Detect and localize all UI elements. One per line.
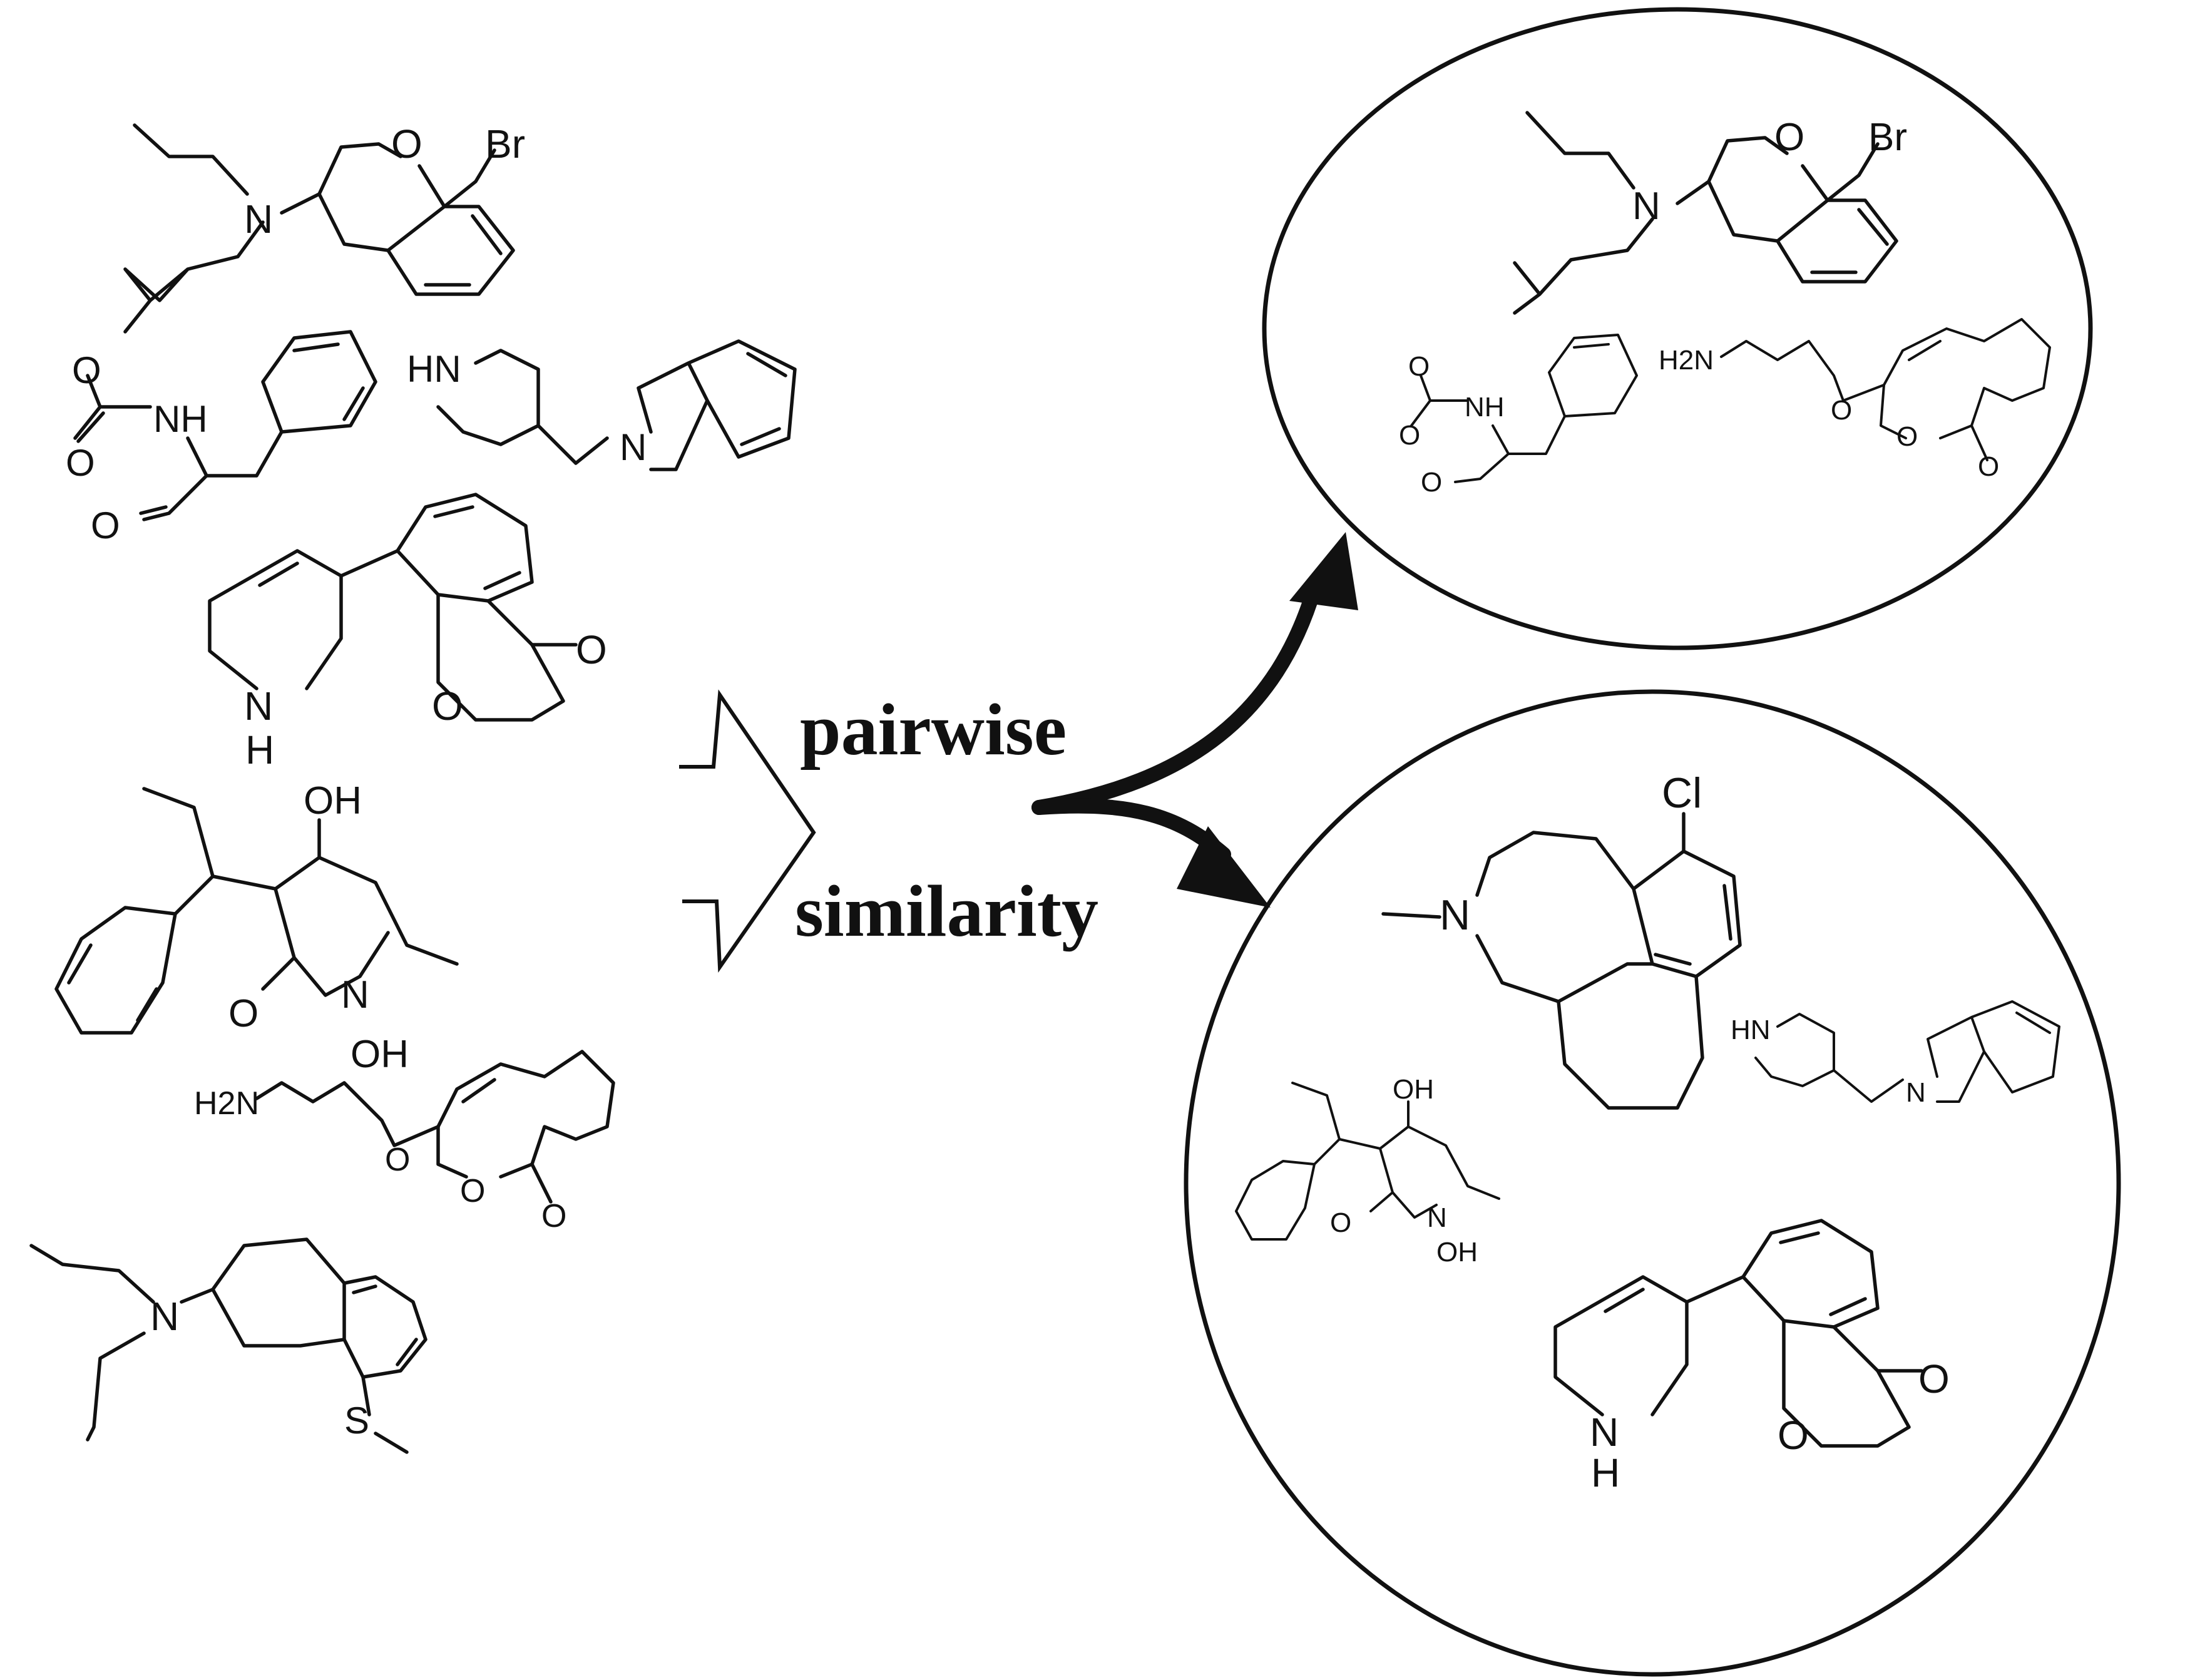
process-step: pairwise similarity [679,532,1358,973]
atom-o: O [1774,116,1804,159]
atom-cl: Cl [1662,769,1702,817]
atom-o: O [1778,1413,1809,1458]
atom-o: O [460,1173,485,1209]
atom-o: O [1408,351,1430,382]
cluster-2-molecule-tetrahydropyridine-benzodioxane: N H O O [1553,1219,1950,1495]
arrow-to-cluster-1 [1031,581,1322,815]
atom-o: O [1421,467,1442,498]
process-label-line1: pairwise [800,689,1067,771]
atom-oh: OH [351,1033,409,1076]
atom-o: O [576,627,607,672]
cluster-1-boundary [1262,7,2093,650]
molecule-tetrahydropyridine-benzodioxane: N H O O [208,493,607,772]
atom-o: O [1330,1207,1351,1238]
atom-o: O [72,349,101,391]
atom-n: N [1427,1202,1447,1233]
process-label-line2: similarity [795,870,1098,952]
atom-oh: OH [1436,1237,1478,1268]
atom-o: O [1918,1356,1950,1401]
molecule-aminopropoxy-isocoumarin: H2N O O O [194,1050,615,1234]
cluster-2-boundary [1184,689,2121,1677]
atom-br: Br [1868,116,1907,159]
atom-nh: NH [153,398,208,440]
arrowhead-cluster-1 [1289,532,1358,610]
atom-n: N [1906,1077,1926,1108]
cluster-1-molecule-aminopropoxy-isocoumarin: H2N O O O [1659,318,2051,482]
input-molecule-set: N O Br O NH O O HN N [29,121,797,1454]
atom-o: O [385,1142,410,1178]
molecule-aminotetralin: N S [29,1237,427,1454]
molecule-bromochroman: N O Br [123,121,525,334]
molecule-phenylalanine-carbamate: O NH O O [66,330,377,546]
atom-h: H [245,727,274,772]
atom-n: N [1632,185,1660,228]
cluster-1-molecule-phenylalanine-carbamate: O NH O O [1399,334,1638,498]
cluster-2-molecule-chlorobenzazepine: Cl N [1381,769,1742,1110]
atom-o: O [1399,420,1420,451]
atom-n: N [244,684,273,729]
atom-o: O [391,121,422,166]
atom-n: N [1440,891,1470,939]
cluster-2-molecule-hydroxypyridinone: OH O N OH [1235,1074,1500,1268]
atom-o: O [66,442,95,484]
atom-oh: OH [1393,1074,1434,1105]
cluster-1-molecule-bromochroman: N O Br [1513,111,1907,315]
atom-n: N [620,426,647,468]
atom-h2n: H2N [194,1085,259,1122]
atom-br: Br [485,121,525,166]
arrow-to-cluster-2 [1031,798,1231,862]
atom-h2n: H2N [1659,345,1714,376]
atom-oh: OH [304,779,362,822]
atom-o: O [541,1198,566,1234]
atom-h: H [1591,1450,1620,1495]
molecule-piperidine-isoindoline: HN N [407,339,797,471]
atom-n: N [150,1294,179,1339]
atom-n: N [244,197,273,242]
atom-o: O [1896,421,1918,452]
atom-o: O [91,505,120,546]
atom-hn: HN [407,348,461,390]
process-chevron [679,689,816,973]
molecule-hydroxypyridinone: OH O N OH [54,779,459,1076]
cluster-1: N O Br O NH O O H2N O O O [1262,7,2093,650]
atom-n: N [1590,1410,1619,1455]
atom-n: N [341,973,369,1017]
cluster-2: Cl N HN N OH O N OH N H O [1184,689,2121,1677]
cluster-2-molecule-piperidine-isoindoline: HN N [1731,1000,2060,1108]
atom-o: O [228,992,258,1035]
atom-nh: NH [1465,392,1505,423]
atom-hn: HN [1731,1015,1771,1045]
atom-o: O [432,684,463,729]
atom-s: S [344,1400,369,1442]
atom-o: O [1978,451,1999,482]
arrowhead-cluster-2 [1177,826,1271,908]
atom-o: O [1831,395,1852,426]
